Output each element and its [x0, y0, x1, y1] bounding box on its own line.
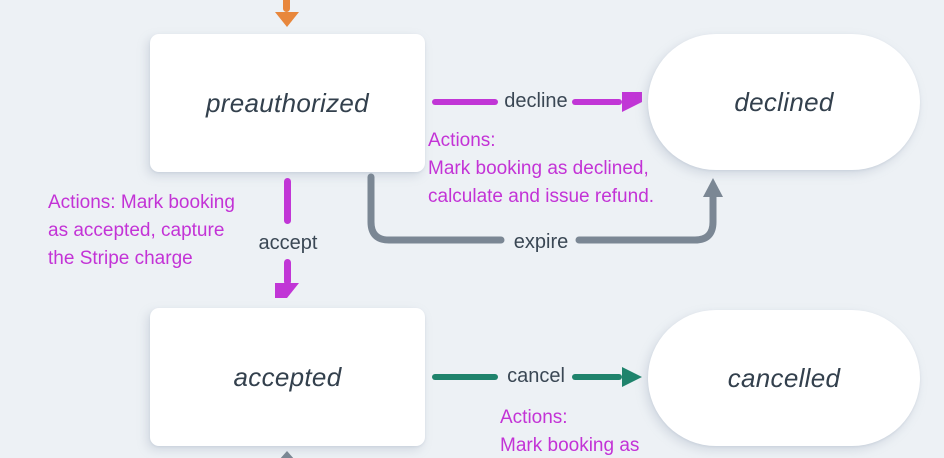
decline-actions-annotation: Actions: Mark booking as declined, calcu… [428, 127, 654, 211]
state-node-accepted: accepted [150, 308, 425, 446]
annotation-line: Mark booking as [500, 435, 640, 456]
incoming-transition-arrowhead-icon [279, 451, 295, 458]
state-label-accepted: accepted [233, 361, 342, 392]
state-label-declined: declined [734, 86, 834, 117]
decline-transition-line [432, 99, 498, 105]
expire-transition-arrowhead-icon [703, 178, 723, 197]
annotation-line: as accepted, capture [48, 220, 225, 241]
start-transition-arrowhead-icon [275, 12, 299, 27]
accept-transition-label: accept [258, 232, 318, 254]
decline-transition-line [572, 99, 622, 105]
start-transition-line [283, 0, 290, 12]
annotation-line: Actions: [500, 407, 568, 428]
annotation-line: Mark booking as declined, [428, 158, 649, 179]
state-node-declined: declined [648, 34, 920, 170]
accept-actions-annotation: Actions: Mark booking as accepted, captu… [48, 189, 235, 273]
annotation-line: Actions: [428, 130, 496, 151]
accept-transition-line [284, 259, 291, 285]
decline-transition-label: decline [504, 90, 568, 112]
state-label-cancelled: cancelled [727, 362, 841, 393]
cancel-transition-label: cancel [507, 365, 565, 387]
state-node-preauthorized: preauthorized [150, 34, 425, 172]
cancel-transition-arrowhead-icon [622, 367, 642, 387]
state-node-cancelled: cancelled [648, 310, 920, 446]
cancel-transition-line [432, 374, 498, 380]
state-label-preauthorized: preauthorized [206, 87, 369, 118]
annotation-line: calculate and issue refund. [428, 186, 655, 207]
expire-transition-label: expire [513, 231, 569, 253]
accept-transition-line [284, 178, 291, 224]
annotation-line: the Stripe charge [48, 248, 193, 269]
accept-transition-arrowhead-icon [275, 283, 299, 298]
annotation-line: Actions: Mark booking [48, 192, 235, 213]
decline-transition-arrowhead-icon [622, 92, 642, 112]
cancel-transition-line [572, 374, 622, 380]
cancel-actions-annotation: Actions: Mark booking as [500, 404, 639, 458]
